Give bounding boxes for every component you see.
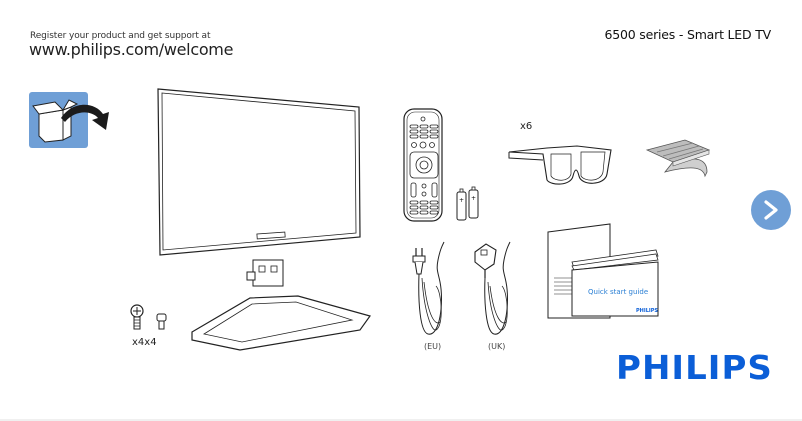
tv-illustration [157,88,361,256]
batteries-icon: + + [456,186,479,221]
cleaning-cloth-icon [645,139,711,178]
stand-base [191,295,371,351]
series-title: 6500 series - Smart LED TV [604,27,772,42]
quick-start-guide-brand: PHILIPS [636,308,659,314]
stand-bracket [246,259,284,287]
power-cord-eu-icon [412,241,445,335]
next-page-button[interactable] [751,190,791,230]
bottom-divider [0,419,802,421]
svg-text:+: + [459,197,464,204]
screws-icon [130,304,167,330]
glasses-quantity-label: x6 [520,121,533,132]
philips-welcome-url[interactable]: www.philips.com/welcome [29,40,234,59]
unbox-icon [29,92,109,148]
power-cord-uk-icon [474,241,511,335]
chevron-right-icon [764,200,778,220]
manuals-icon [547,223,659,319]
remote-control-icon [403,108,443,222]
register-text: Register your product and get support at [30,31,211,41]
screws-quantity-label: x4x4 [132,337,157,348]
quick-start-guide-title: Quick start guide [588,288,649,296]
svg-text:+: + [471,195,476,202]
philips-logo: PHILIPS [616,348,773,387]
3d-glasses-icon [508,145,612,185]
power-cord-uk-label: (UK) [488,342,506,351]
power-cord-eu-label: (EU) [424,342,442,351]
